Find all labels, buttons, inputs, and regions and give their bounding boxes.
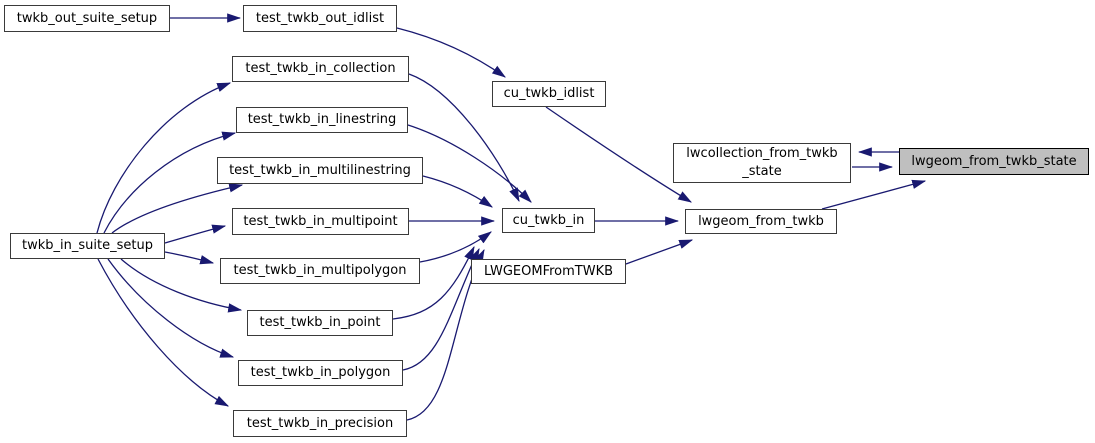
- edge-LWGEOMFromTWKB-to-lwgeom_from_twkb: [625, 239, 694, 265]
- node-lwgeom_from_twkb[interactable]: lwgeom_from_twkb: [685, 209, 837, 234]
- node-test_twkb_in_multilinestring[interactable]: test_twkb_in_multilinestring: [217, 157, 423, 184]
- node-lwcollection_from_twkb_state[interactable]: lwcollection_from_twkb _state: [673, 143, 851, 183]
- node-test_twkb_in_multipolygon[interactable]: test_twkb_in_multipolygon: [220, 258, 420, 284]
- node-cu_twkb_in[interactable]: cu_twkb_in: [502, 208, 595, 233]
- edge-twkb_in_suite_setup-to-test_twkb_in_multilinestring: [111, 183, 244, 234]
- node-lwgeom_from_twkb_state: lwgeom_from_twkb_state: [899, 148, 1089, 175]
- edge-twkb_in_suite_setup-to-test_twkb_in_multipolygon: [164, 251, 215, 265]
- edge-twkb_in_suite_setup-to-test_twkb_in_point: [120, 258, 243, 313]
- edge-lwgeom_from_twkb-to-lwgeom_from_twkb_state: [821, 179, 927, 210]
- node-twkb_in_suite_setup[interactable]: twkb_in_suite_setup: [10, 233, 165, 259]
- node-test_twkb_in_linestring[interactable]: test_twkb_in_linestring: [236, 107, 408, 133]
- node-test_twkb_in_precision[interactable]: test_twkb_in_precision: [233, 410, 407, 437]
- edge-test_twkb_in_multipolygon-to-cu_twkb_in: [419, 231, 492, 263]
- edge-twkb_in_suite_setup-to-test_twkb_in_linestring: [103, 131, 237, 234]
- edge-test_twkb_in_point-to-cu_twkb_in: [392, 245, 475, 320]
- node-cu_twkb_idlist[interactable]: cu_twkb_idlist: [492, 81, 606, 107]
- edge-test_twkb_out_idlist-to-cu_twkb_idlist: [396, 27, 506, 78]
- edge-twkb_in_suite_setup-to-test_twkb_in_collection: [96, 82, 232, 234]
- node-test_twkb_out_idlist[interactable]: test_twkb_out_idlist: [243, 5, 397, 32]
- edge-test_twkb_in_polygon-to-cu_twkb_in: [402, 247, 480, 371]
- node-test_twkb_in_collection[interactable]: test_twkb_in_collection: [232, 56, 409, 82]
- edge-twkb_in_suite_setup-to-test_twkb_in_polygon: [107, 258, 235, 358]
- edge-group: [96, 13, 927, 421]
- node-test_twkb_in_multipoint[interactable]: test_twkb_in_multipoint: [232, 208, 409, 235]
- node-test_twkb_in_point[interactable]: test_twkb_in_point: [247, 310, 393, 336]
- edge-test_twkb_in_multilinestring-to-cu_twkb_in: [422, 175, 493, 208]
- node-test_twkb_in_polygon[interactable]: test_twkb_in_polygon: [238, 360, 403, 386]
- node-LWGEOMFromTWKB[interactable]: LWGEOMFromTWKB: [471, 259, 626, 284]
- edge-cu_twkb_idlist-to-lwgeom_from_twkb: [545, 106, 692, 203]
- edge-twkb_in_suite_setup-to-test_twkb_in_precision: [97, 258, 230, 407]
- edge-twkb_in_suite_setup-to-test_twkb_in_multipoint: [164, 224, 227, 244]
- edge-test_twkb_in_linestring-to-cu_twkb_in: [407, 124, 532, 203]
- node-twkb_out_suite_setup[interactable]: twkb_out_suite_setup: [4, 5, 170, 32]
